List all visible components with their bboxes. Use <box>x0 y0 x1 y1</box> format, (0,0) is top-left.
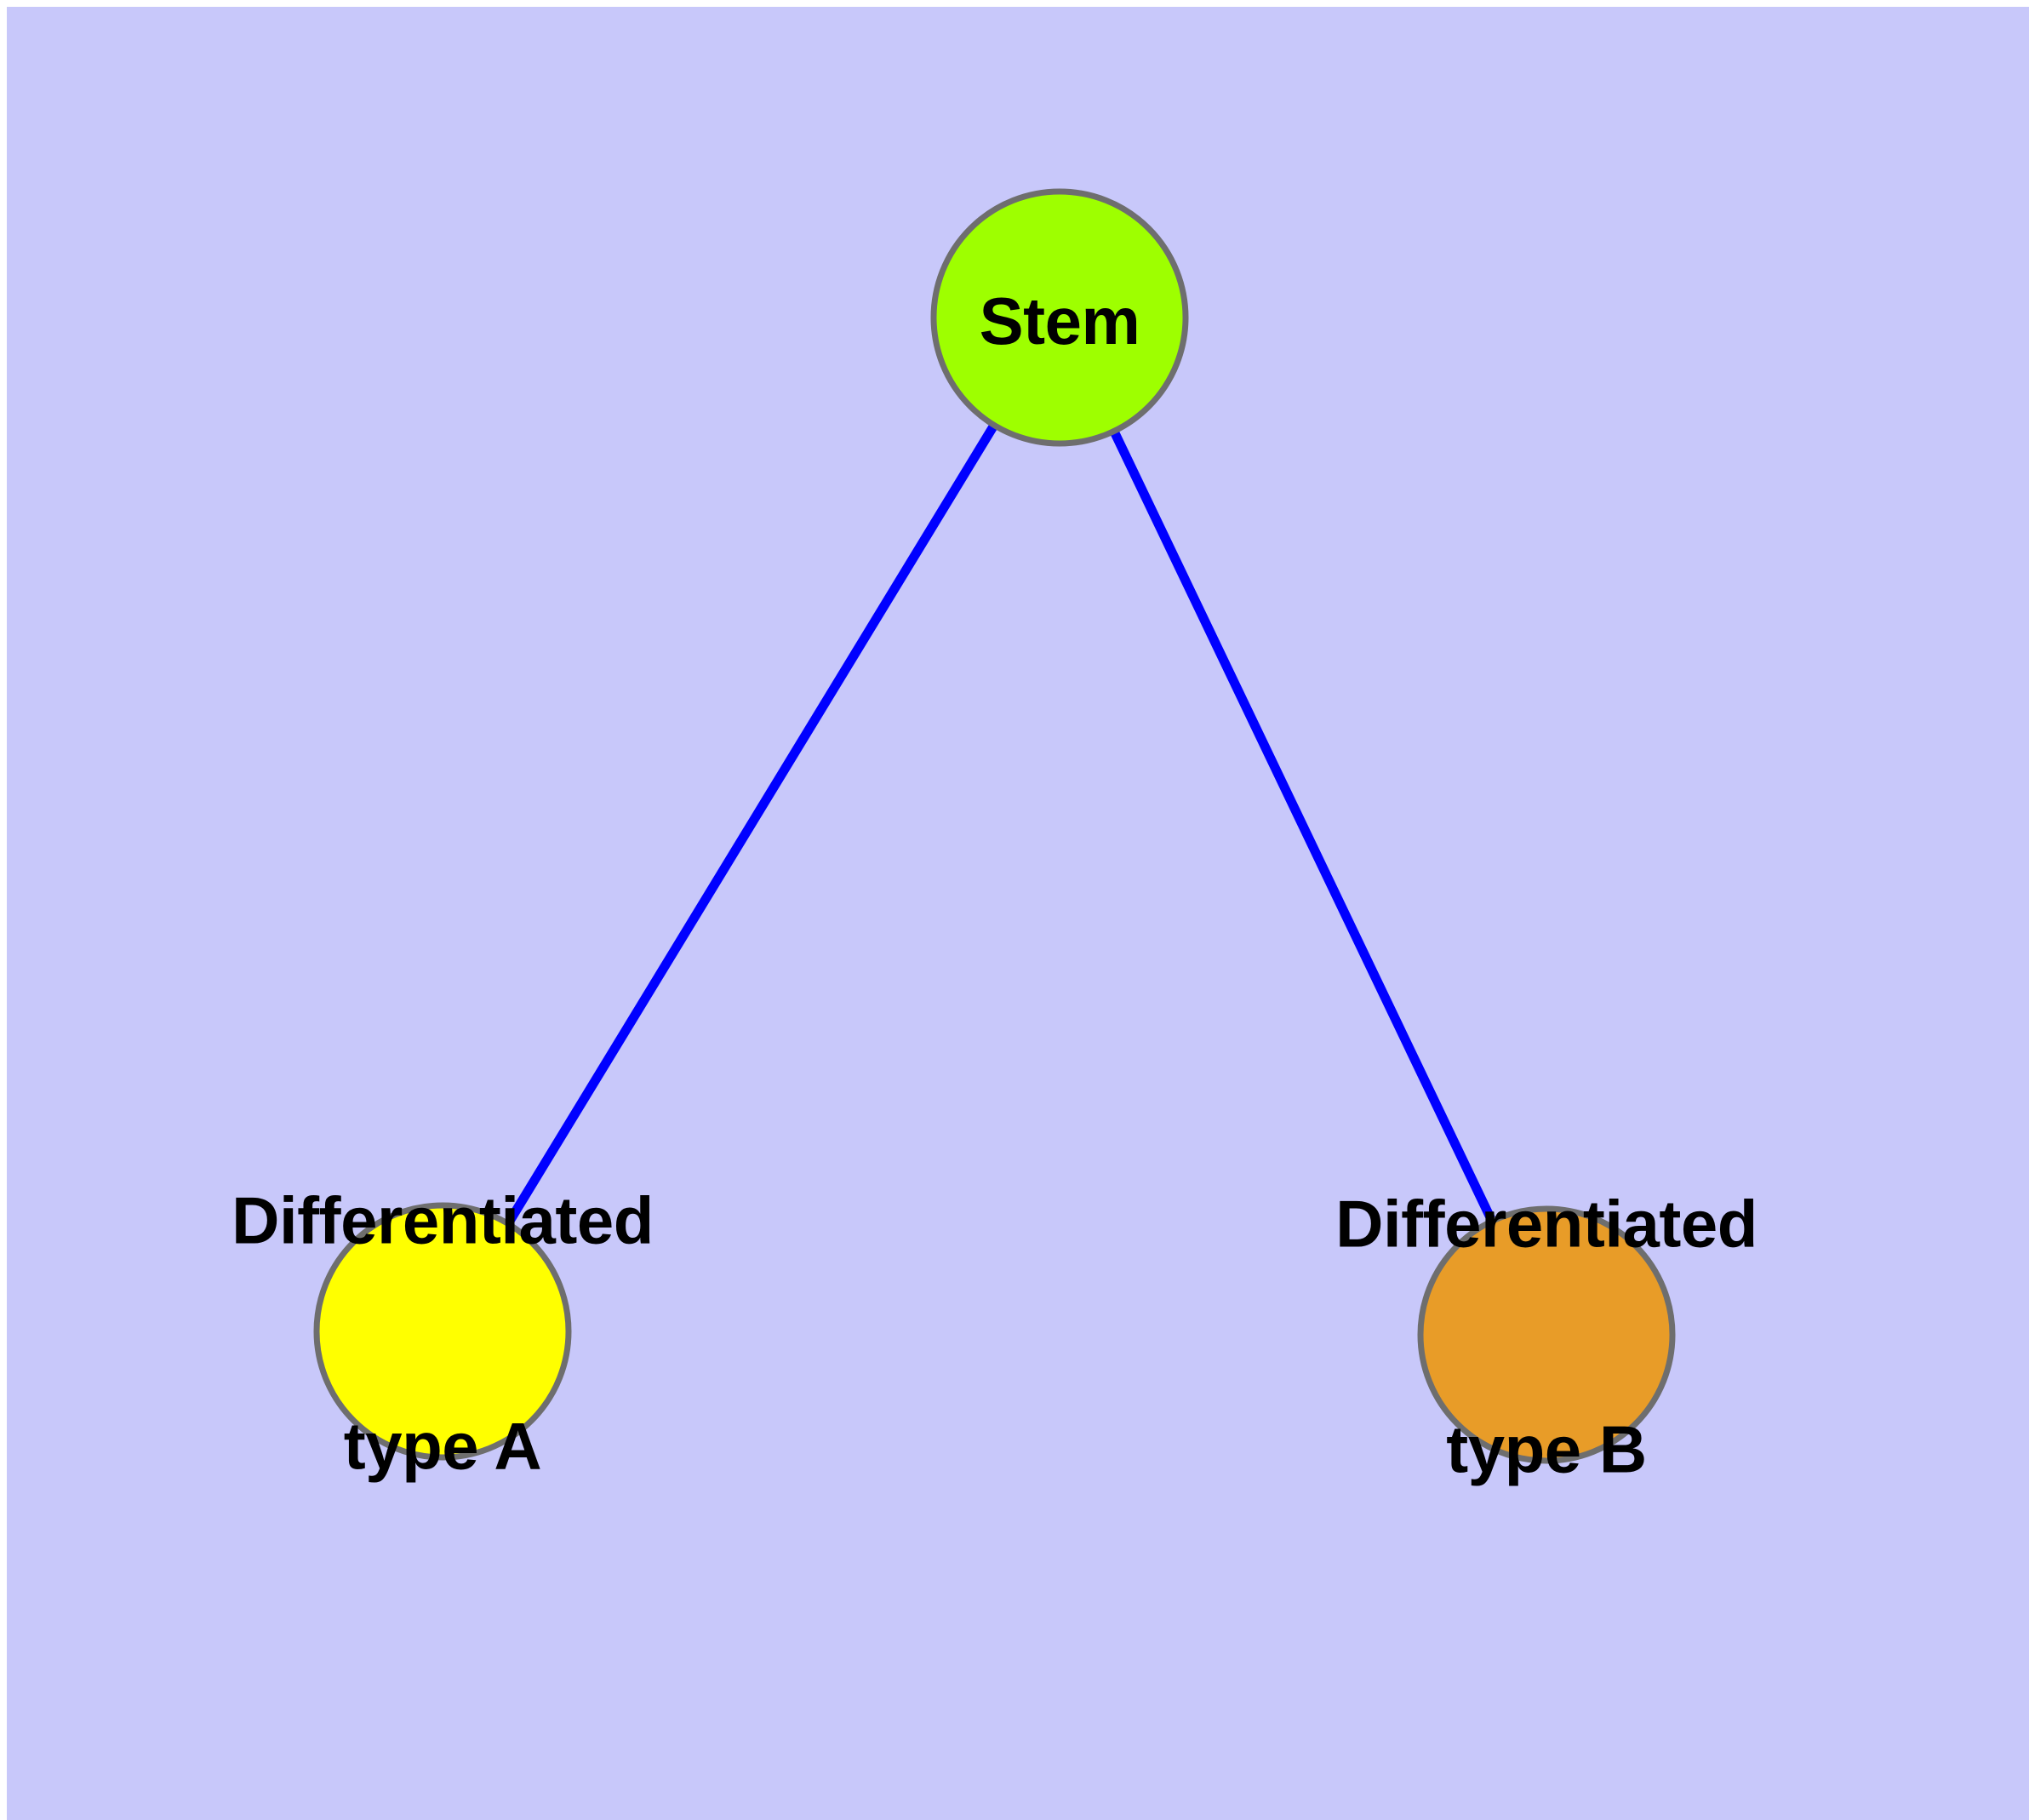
node-differentiated-type-b[interactable] <box>1417 1205 1676 1464</box>
edge-stem-to-differentiated-type-a <box>438 315 1064 1334</box>
edge-layer <box>438 315 1551 1337</box>
node-layer <box>313 188 1676 1464</box>
node-differentiated-type-a[interactable] <box>313 1202 572 1461</box>
edge-stem-to-differentiated-type-b <box>1055 315 1551 1337</box>
node-stem[interactable] <box>930 188 1189 447</box>
